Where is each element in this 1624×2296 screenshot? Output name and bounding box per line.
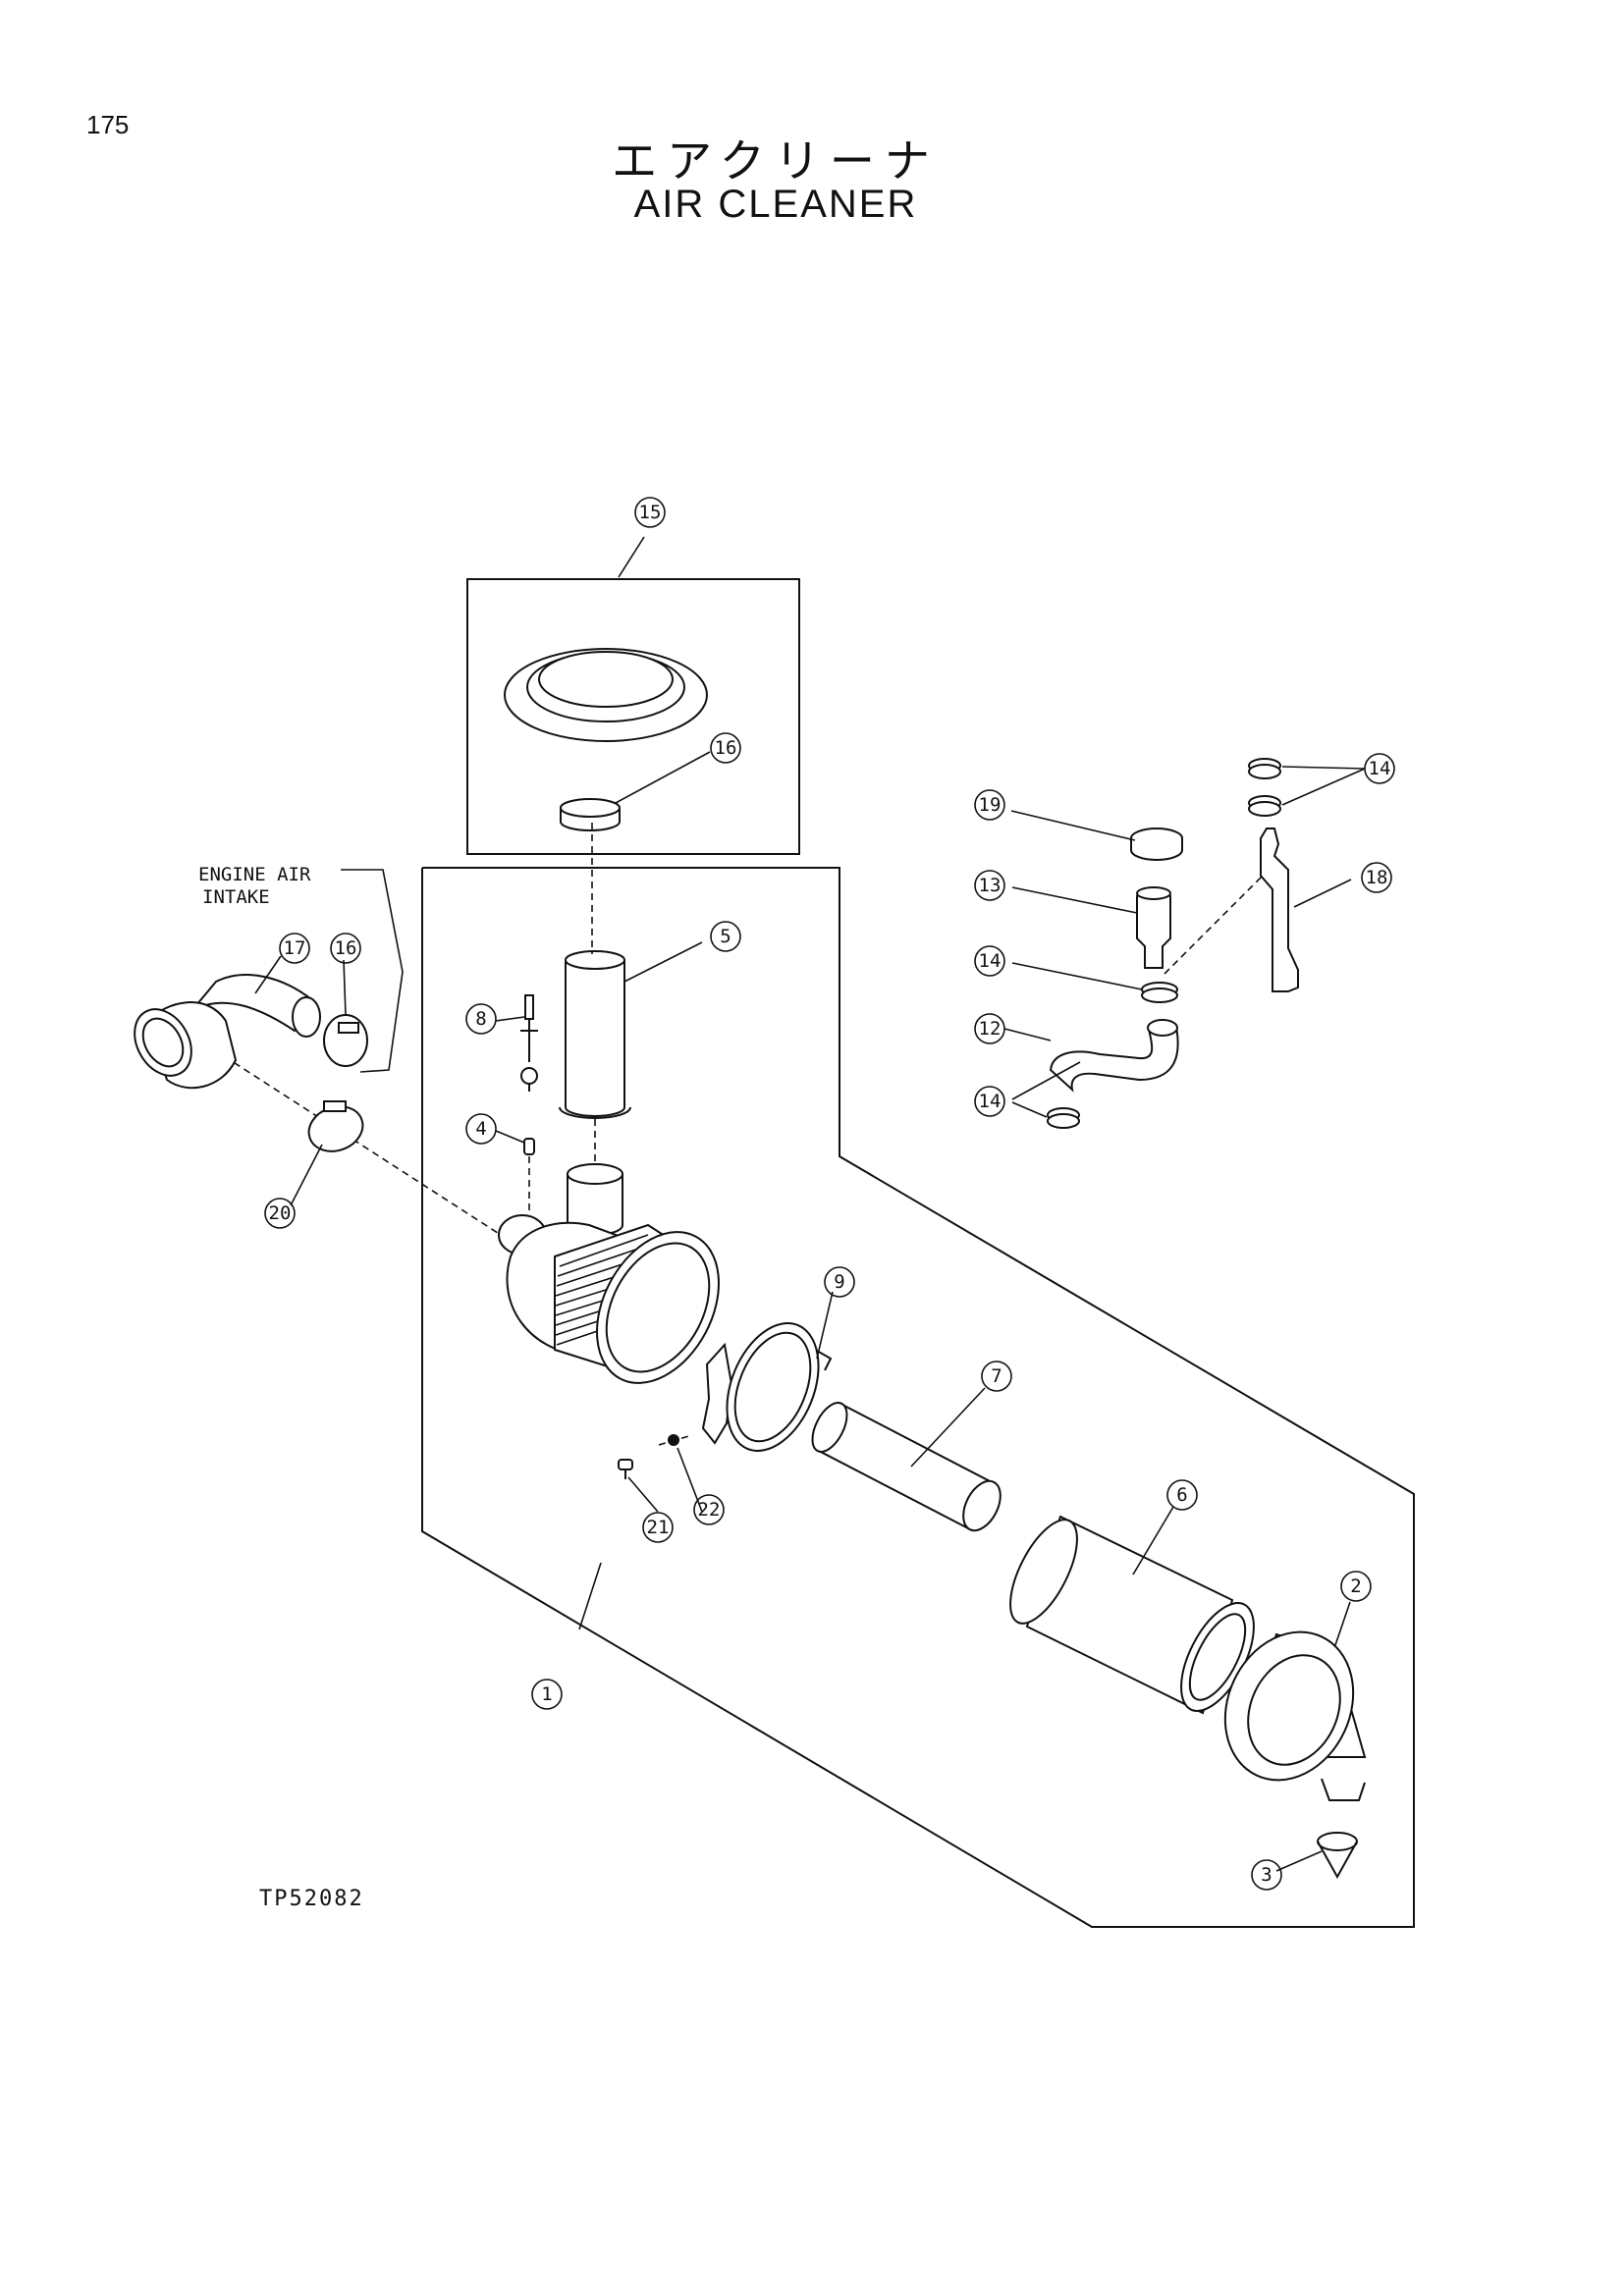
svg-text:9: 9 bbox=[834, 1271, 844, 1293]
callout-18: 18 bbox=[1361, 862, 1392, 893]
part-16-clamp-top bbox=[560, 798, 621, 831]
part-13-precleaner bbox=[1136, 886, 1171, 969]
title-japanese: エアクリーナ bbox=[612, 134, 940, 187]
svg-text:18: 18 bbox=[1366, 867, 1388, 888]
callout-9: 9 bbox=[824, 1266, 855, 1298]
callout-14c: 14 bbox=[974, 1086, 1005, 1117]
svg-text:14: 14 bbox=[979, 1091, 1001, 1112]
frame-part-15 bbox=[466, 578, 800, 855]
leader-dashed-17-body bbox=[184, 1030, 502, 1236]
callout-17: 17 bbox=[279, 933, 310, 964]
svg-text:6: 6 bbox=[1176, 1484, 1187, 1506]
part-14-clamp-d bbox=[1047, 1107, 1080, 1129]
engine-air-intake-label-1: ENGINE AIR bbox=[198, 864, 311, 885]
callout-20: 20 bbox=[264, 1198, 296, 1229]
callout-2: 2 bbox=[1340, 1571, 1372, 1602]
callout-1: 1 bbox=[531, 1679, 563, 1710]
page-number: 175 bbox=[86, 110, 130, 139]
leader-dashed-13-18 bbox=[1164, 869, 1270, 975]
callout-13: 13 bbox=[974, 870, 1005, 901]
part-22-screw bbox=[668, 1434, 679, 1446]
frame-part-1 bbox=[421, 867, 1415, 1928]
part-16-clamp-left bbox=[323, 1014, 368, 1067]
callout-14a: 14 bbox=[1364, 753, 1395, 784]
part-21-bolt bbox=[618, 1459, 633, 1479]
part-4-fitting bbox=[523, 1138, 535, 1215]
svg-text:16: 16 bbox=[335, 937, 357, 959]
callout-12: 12 bbox=[974, 1013, 1005, 1044]
part-20-clamp bbox=[307, 1100, 364, 1152]
drawing-reference: TP52082 bbox=[259, 1887, 364, 1911]
svg-text:8: 8 bbox=[475, 1008, 486, 1030]
part-14-clamp-a bbox=[1248, 758, 1281, 779]
part-9-band bbox=[701, 1322, 833, 1452]
callout-19: 19 bbox=[974, 789, 1005, 821]
svg-text:20: 20 bbox=[269, 1202, 292, 1224]
svg-text:17: 17 bbox=[284, 937, 306, 959]
part-6-outer-filter bbox=[1009, 1515, 1255, 1715]
svg-text:22: 22 bbox=[698, 1499, 721, 1521]
part-12-hose bbox=[1049, 1019, 1179, 1093]
callout-7: 7 bbox=[981, 1361, 1012, 1392]
svg-text:16: 16 bbox=[715, 737, 737, 759]
part-17-elbow bbox=[134, 974, 321, 1090]
callout-16b: 16 bbox=[330, 933, 361, 964]
svg-text:14: 14 bbox=[1369, 758, 1391, 779]
callout-16a: 16 bbox=[710, 732, 741, 764]
svg-text:2: 2 bbox=[1350, 1575, 1361, 1597]
svg-text:21: 21 bbox=[647, 1517, 670, 1538]
svg-text:3: 3 bbox=[1261, 1864, 1272, 1886]
callout-22: 22 bbox=[693, 1494, 725, 1525]
callout-5: 5 bbox=[710, 921, 741, 952]
part-14-clamp-b bbox=[1248, 795, 1281, 817]
callout-8: 8 bbox=[465, 1003, 497, 1035]
svg-text:7: 7 bbox=[991, 1365, 1001, 1387]
leader-lines bbox=[254, 536, 1366, 1872]
title-english: AIR CLEANER bbox=[633, 183, 918, 226]
part-2-end-cap bbox=[1223, 1630, 1367, 1801]
callout-14b: 14 bbox=[974, 945, 1005, 977]
part-7-inner-filter bbox=[811, 1402, 1001, 1532]
callout-21: 21 bbox=[642, 1512, 674, 1543]
svg-text:14: 14 bbox=[979, 950, 1001, 972]
part-19-cap bbox=[1130, 828, 1183, 861]
callout-3: 3 bbox=[1251, 1859, 1282, 1891]
part-15-cover bbox=[504, 648, 708, 742]
svg-text:13: 13 bbox=[979, 875, 1001, 896]
leader-12 bbox=[1003, 1028, 1052, 1041]
callout-4: 4 bbox=[465, 1113, 497, 1145]
part-8-sensor bbox=[520, 994, 538, 1092]
part-5-tube bbox=[559, 950, 631, 1119]
svg-text:1: 1 bbox=[541, 1683, 552, 1705]
svg-text:4: 4 bbox=[475, 1118, 486, 1140]
svg-text:15: 15 bbox=[639, 502, 662, 523]
part-18-bracket bbox=[1260, 828, 1299, 992]
part-1-housing bbox=[498, 1163, 720, 1384]
svg-text:5: 5 bbox=[720, 926, 731, 947]
engine-air-intake-label-2: INTAKE bbox=[202, 886, 270, 908]
svg-text:12: 12 bbox=[979, 1018, 1001, 1040]
callout-6: 6 bbox=[1166, 1479, 1198, 1511]
part-14-clamp-c bbox=[1141, 982, 1178, 1003]
callout-15: 15 bbox=[634, 497, 666, 528]
part-3-valve bbox=[1317, 1832, 1358, 1880]
svg-text:19: 19 bbox=[979, 794, 1001, 816]
